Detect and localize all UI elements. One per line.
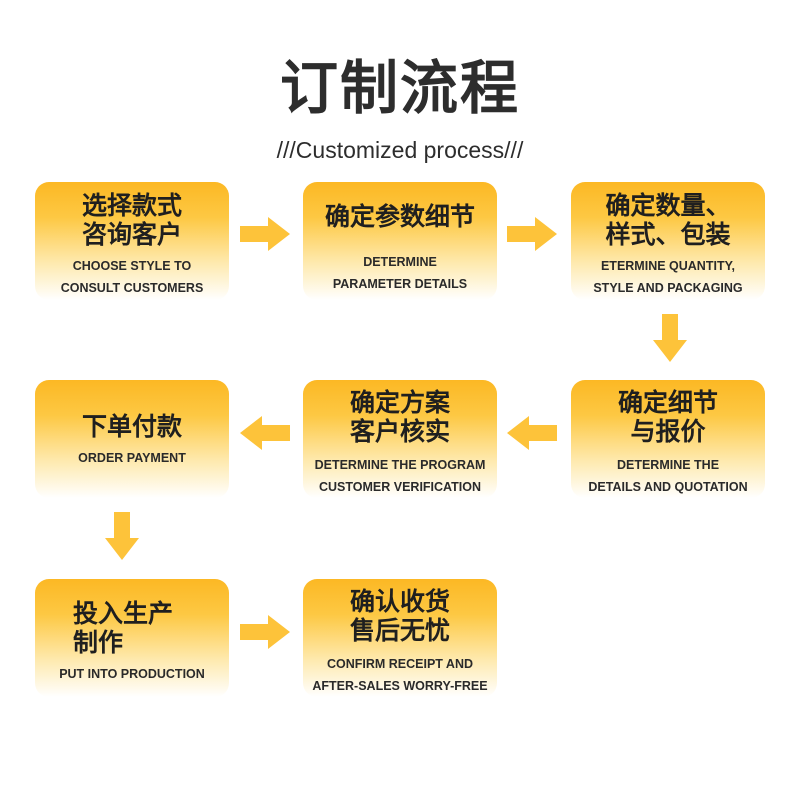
step-1-title: 选择款式 咨询客户 — [81, 191, 182, 249]
arrow-right-icon — [240, 209, 290, 259]
step-4-title: 确定细节 与报价 — [617, 388, 718, 446]
step-5-subtitle: DETERMINE THE PROGRAM CUSTOMER VERIFICAT… — [314, 458, 486, 494]
step-4-determine-quotation: 确定细节 与报价 DETERMINE THE DETAILS AND QUOTA… — [571, 380, 765, 498]
step-2-title: 确定参数细节 — [324, 202, 475, 231]
step-5-determine-program: 确定方案 客户核实 DETERMINE THE PROGRAM CUSTOMER… — [303, 380, 497, 498]
arrow-left-icon — [240, 408, 290, 458]
step-3-title: 确定数量、 样式、包装 — [605, 191, 731, 249]
arrow-right-icon — [507, 209, 557, 259]
step-8-confirm-receipt: 确认收货 售后无忧 CONFIRM RECEIPT AND AFTER-SALE… — [303, 579, 497, 697]
step-3-subtitle: ETERMINE QUANTITY, STYLE AND PACKAGING — [593, 259, 743, 295]
step-7-subtitle: PUT INTO PRODUCTION — [59, 667, 205, 681]
step-8-subtitle: CONFIRM RECEIPT AND AFTER-SALES WORRY-FR… — [312, 657, 488, 693]
arrow-down-icon — [97, 512, 147, 562]
step-2-determine-parameters: 确定参数细节 DETERMINE PARAMETER DETAILS — [303, 182, 497, 300]
step-6-subtitle: ORDER PAYMENT — [78, 451, 186, 465]
step-6-order-payment: 下单付款 ORDER PAYMENT — [35, 380, 229, 498]
page-title: 订制流程 — [279, 54, 520, 122]
step-6-title: 下单付款 — [81, 412, 182, 441]
step-3-determine-quantity: 确定数量、 样式、包装 ETERMINE QUANTITY, STYLE AND… — [571, 182, 765, 300]
step-8-title: 确认收货 售后无忧 — [349, 587, 450, 645]
step-1-choose-style: 选择款式 咨询客户 CHOOSE STYLE TO CONSULT CUSTOM… — [35, 182, 229, 300]
step-4-subtitle: DETERMINE THE DETAILS AND QUOTATION — [588, 458, 748, 494]
step-1-subtitle: CHOOSE STYLE TO CONSULT CUSTOMERS — [60, 259, 204, 295]
step-5-title: 确定方案 客户核实 — [349, 388, 450, 446]
step-7-production: 投入生产 制作 PUT INTO PRODUCTION — [35, 579, 229, 697]
page-subtitle: ///Customized process/// — [276, 137, 524, 163]
step-7-title: 投入生产 制作 — [73, 599, 174, 657]
arrow-left-icon — [507, 408, 557, 458]
arrow-right-icon — [240, 607, 290, 657]
arrow-down-icon — [645, 314, 695, 364]
step-2-subtitle: DETERMINE PARAMETER DETAILS — [332, 255, 468, 291]
